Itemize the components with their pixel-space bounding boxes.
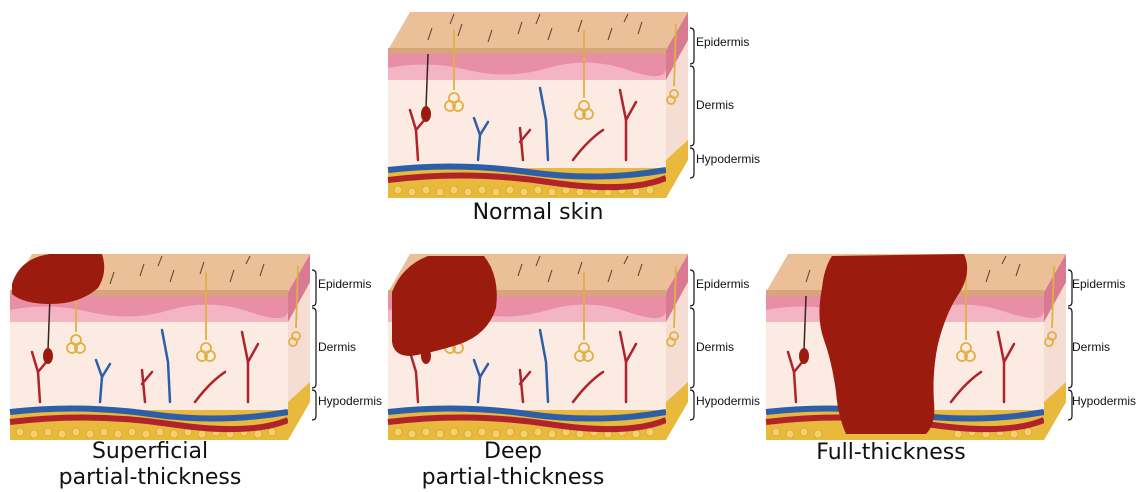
panel-superficial-partial-thickness (10, 252, 320, 442)
label-hypodermis-full: Hypodermis (1072, 394, 1136, 408)
label-hypodermis-deep: Hypodermis (696, 394, 760, 408)
panel-normal-skin (388, 10, 698, 200)
label-epidermis-normal: Epidermis (696, 35, 749, 49)
label-hypodermis-normal: Hypodermis (696, 152, 760, 166)
panel-deep-partial-thickness (388, 252, 698, 442)
label-dermis-normal: Dermis (696, 98, 734, 112)
label-epidermis-superficial: Epidermis (318, 277, 371, 291)
caption-superficial-line1: Superficial (10, 439, 290, 465)
caption-superficial-line2: partial-thickness (10, 465, 290, 491)
panel-full-thickness (766, 252, 1076, 442)
label-epidermis-full: Epidermis (1072, 277, 1125, 291)
skin-block-superficial (10, 252, 310, 442)
dermis-layer (10, 322, 288, 410)
caption-normal-skin: Normal skin (388, 200, 688, 226)
skin-block-full (766, 252, 1066, 442)
skin-block-deep (388, 252, 688, 442)
caption-deep-line2: partial-thickness (388, 465, 638, 491)
label-dermis-full: Dermis (1072, 340, 1110, 354)
label-hypodermis-superficial: Hypodermis (318, 394, 382, 408)
label-epidermis-deep: Epidermis (696, 277, 749, 291)
caption-full-thickness: Full-thickness (766, 440, 1016, 466)
label-dermis-superficial: Dermis (318, 340, 356, 354)
label-dermis-deep: Dermis (696, 340, 734, 354)
caption-deep-line1: Deep (388, 439, 638, 465)
skin-block-normal (388, 10, 688, 200)
dermis-layer (388, 80, 666, 168)
